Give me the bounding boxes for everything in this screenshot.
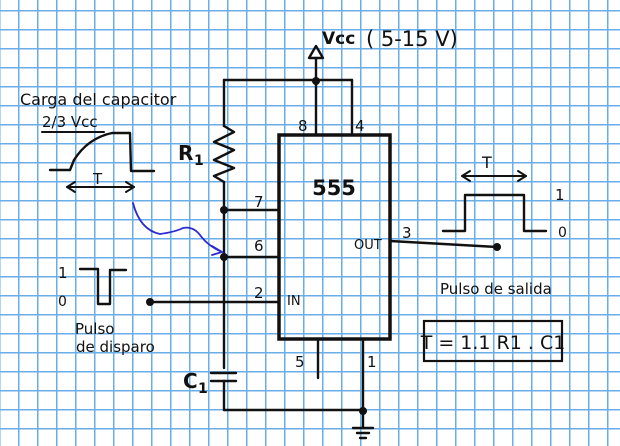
pin3-wire xyxy=(388,239,499,249)
output-pulse-title: Pulso de salida xyxy=(440,280,552,298)
r1-label: R xyxy=(178,141,193,165)
vcc-label: Vcc xyxy=(322,29,355,49)
formula-box xyxy=(422,319,564,363)
output-period-arrow-icon xyxy=(461,170,527,182)
capacitor-charge-title: Carga del capacitor xyxy=(20,90,177,109)
output-low-label: 0 xyxy=(558,225,567,241)
trigger-pulse-waveform xyxy=(78,267,128,306)
r1-subscript: 1 xyxy=(194,153,204,169)
c1-subscript: 1 xyxy=(198,381,208,397)
charge-level-label: 2/3 Vcc xyxy=(42,113,98,131)
pin-1-label: 1 xyxy=(367,353,377,371)
charge-pointer-arrowhead-icon xyxy=(211,245,225,256)
output-terminal xyxy=(493,243,501,251)
c1-label: C xyxy=(183,369,198,393)
pin-6-label: 6 xyxy=(254,237,264,255)
chip-label: 555 xyxy=(312,176,356,200)
charge-period-label: T xyxy=(92,170,103,188)
charge-period-arrow-icon xyxy=(66,181,135,193)
chip-555 xyxy=(277,133,392,341)
formula-text: T = 1.1 R1 . C1 xyxy=(420,332,566,354)
pin-4-label: 4 xyxy=(355,117,365,135)
in-label: IN xyxy=(287,294,301,309)
pin-2-label: 2 xyxy=(254,284,264,302)
out-label: OUT xyxy=(354,238,382,253)
output-high-label: 1 xyxy=(555,186,565,204)
trigger-title-line1: Pulso xyxy=(75,320,114,338)
capacitor-charge-waveform xyxy=(48,131,156,173)
pin-3-label: 3 xyxy=(402,224,412,242)
output-period-label: T xyxy=(481,153,492,172)
trigger-title-line2: de disparo xyxy=(76,338,155,356)
pin-5-label: 5 xyxy=(295,353,305,371)
ground-icon xyxy=(351,409,375,440)
charge-pointer-arrow xyxy=(132,202,223,253)
output-pulse-waveform xyxy=(441,193,548,233)
vcc-symbol xyxy=(307,44,325,84)
pin-7-label: 7 xyxy=(254,193,264,211)
vcc-arrow-icon xyxy=(307,44,325,60)
vcc-range-label: ( 5-15 V) xyxy=(366,27,458,51)
resistor-r1 xyxy=(212,124,236,184)
trigger-high-label: 1 xyxy=(58,264,68,282)
pin-8-label: 8 xyxy=(298,117,308,135)
trigger-low-label: 0 xyxy=(58,294,67,310)
